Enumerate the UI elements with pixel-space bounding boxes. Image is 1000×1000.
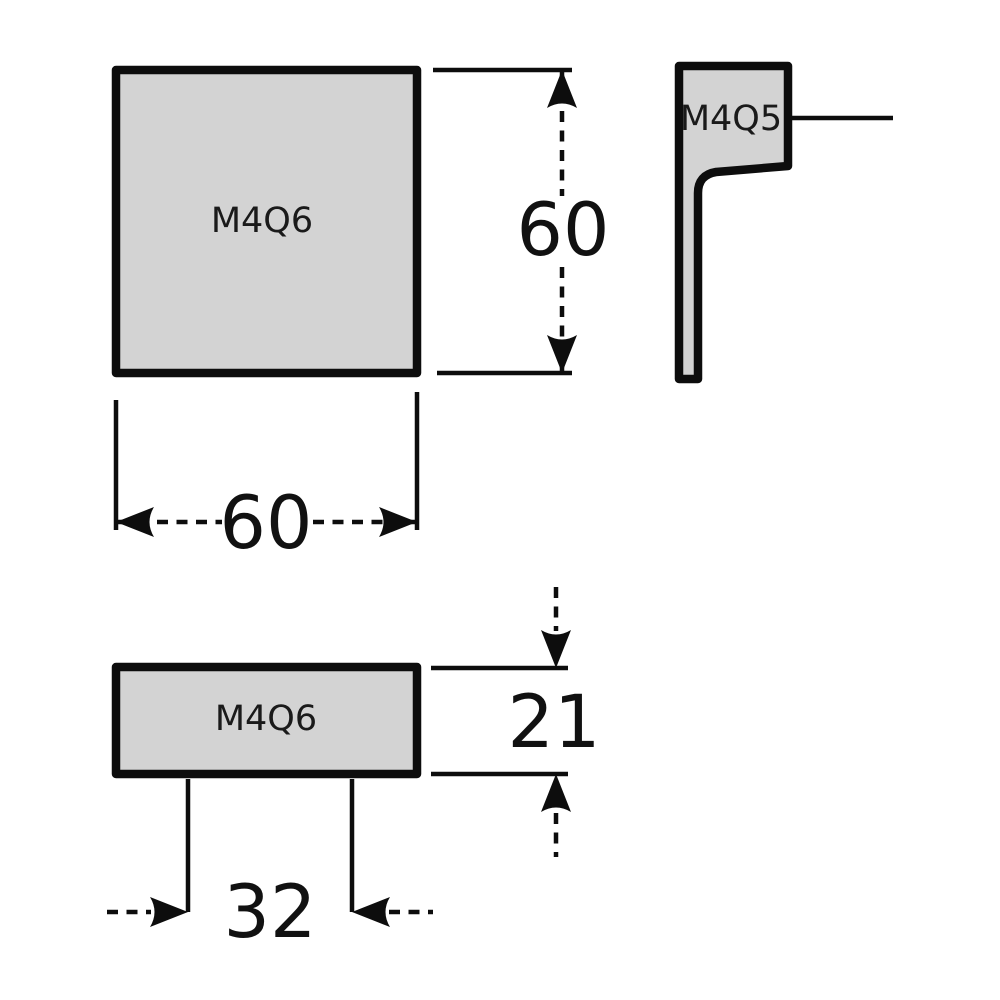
- hole-spacing-dimension-value: 32: [224, 870, 317, 955]
- arrowhead-down-icon: [547, 335, 577, 373]
- height-dimension-value: 60: [517, 188, 610, 273]
- dimension-text-mask: [222, 492, 311, 552]
- side-view-part-label: M4Q5: [680, 99, 782, 139]
- hole-spacing-dimension: 32: [107, 779, 433, 955]
- front-view-part-label: M4Q6: [211, 201, 313, 241]
- bottom-view-rect: [111, 662, 422, 779]
- front-view: M4Q6: [111, 65, 422, 378]
- arrowhead-up-icon: [547, 70, 577, 108]
- front-view-square: [111, 65, 422, 378]
- bottom-view-part-label: M4Q6: [215, 699, 317, 739]
- arrowhead-down-icon: [541, 630, 571, 668]
- arrowhead-right-icon: [379, 507, 417, 537]
- bottom-thickness-dimension: 21: [431, 587, 600, 857]
- width-dimension-value: 60: [220, 481, 313, 566]
- dimension-text-mask: [521, 196, 605, 260]
- arrowhead-left-icon: [116, 507, 154, 537]
- arrowhead-right-icon: [150, 897, 188, 927]
- arrowhead-up-icon: [541, 774, 571, 812]
- side-view: M4Q5: [674, 61, 893, 384]
- front-width-dimension: 60: [113, 392, 420, 566]
- bottom-view: M4Q6: [111, 662, 422, 779]
- thickness-dimension-value: 21: [508, 680, 601, 765]
- arrowhead-left-icon: [352, 897, 390, 927]
- side-view-profile: [674, 61, 793, 384]
- front-height-dimension: 60: [433, 67, 610, 376]
